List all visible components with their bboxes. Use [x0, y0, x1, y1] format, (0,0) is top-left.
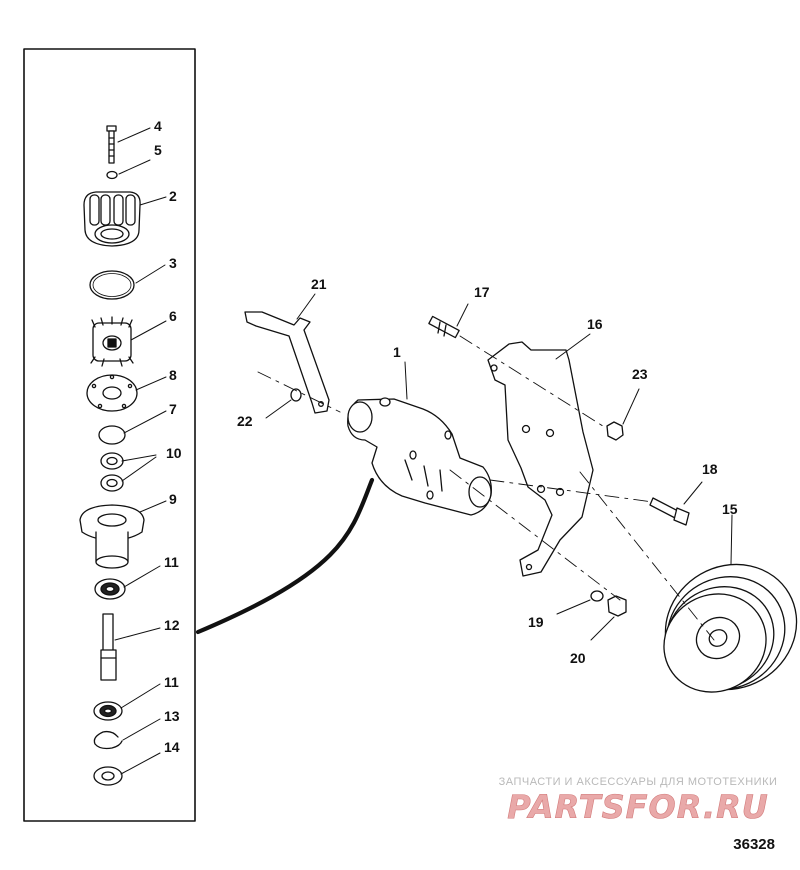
callout-8: 8	[169, 367, 177, 383]
part-23-nut	[606, 421, 624, 441]
callout-17: 17	[474, 284, 490, 300]
callout-21: 21	[311, 276, 327, 292]
figure-code: 36328	[733, 836, 775, 853]
part-5-washer	[106, 170, 118, 180]
part-8-wear-plate	[86, 374, 138, 412]
callout-3: 3	[169, 255, 177, 271]
part-19-washer	[590, 590, 604, 602]
part-17-stud	[428, 315, 460, 339]
callout-4: 4	[154, 118, 162, 134]
callout-14: 14	[164, 739, 180, 755]
callout-10: 10	[166, 445, 182, 461]
callout-13: 13	[164, 708, 180, 724]
part-16-mounting-bracket	[487, 341, 594, 577]
callout-12: 12	[164, 617, 180, 633]
callout-16: 16	[587, 316, 603, 332]
part-20-nut	[607, 595, 627, 617]
watermark-logo: PARTSFOR.RU	[507, 788, 769, 827]
callout-labels: 1 2 3 4 5 6 7 8 9 10 11 11 12 13 14 15 1…	[154, 118, 738, 755]
part-21-bracket	[244, 311, 330, 414]
part-1-water-pump	[347, 397, 492, 516]
part-11-bearing-upper	[94, 578, 126, 600]
part-14-washer	[93, 766, 123, 786]
main-leader-lines	[265, 293, 733, 641]
part-18-bolt	[649, 497, 690, 526]
callout-7: 7	[169, 401, 177, 417]
callout-19: 19	[528, 614, 544, 630]
part-9-bearing-housing	[79, 504, 145, 569]
callout-6: 6	[169, 308, 177, 324]
part-15-pulley	[663, 563, 798, 693]
callout-23: 23	[632, 366, 648, 382]
callout-1: 1	[393, 344, 401, 360]
part-12-shaft	[100, 613, 117, 681]
inset-panel	[23, 48, 196, 822]
assembly-dash-lines	[257, 335, 715, 641]
callout-11-lower: 11	[164, 674, 179, 690]
part-10-seals	[100, 452, 124, 492]
callout-11-upper: 11	[164, 554, 179, 570]
watermark-caption: ЗАПЧАСТИ И АКСЕССУАРЫ ДЛЯ МОТОТЕХНИКИ	[498, 776, 778, 788]
part-2-pump-housing	[83, 191, 141, 247]
callout-22: 22	[237, 413, 253, 429]
callout-18: 18	[702, 461, 718, 477]
part-3-o-ring	[89, 270, 135, 300]
part-13-snap-ring	[93, 730, 123, 750]
callout-5: 5	[154, 142, 162, 158]
part-11-bearing-lower	[93, 701, 123, 721]
part-6-impeller	[90, 316, 134, 367]
part-16-bracket-holes	[490, 364, 565, 571]
part-4-screw	[106, 125, 117, 164]
callout-20: 20	[570, 650, 586, 666]
callout-2: 2	[169, 188, 177, 204]
callout-9: 9	[169, 491, 177, 507]
shaft-connection-line	[195, 477, 375, 635]
part-7-o-ring	[98, 425, 126, 445]
callout-15: 15	[722, 501, 738, 517]
inset-leader-lines	[114, 127, 167, 775]
part-22-washer	[290, 388, 302, 402]
